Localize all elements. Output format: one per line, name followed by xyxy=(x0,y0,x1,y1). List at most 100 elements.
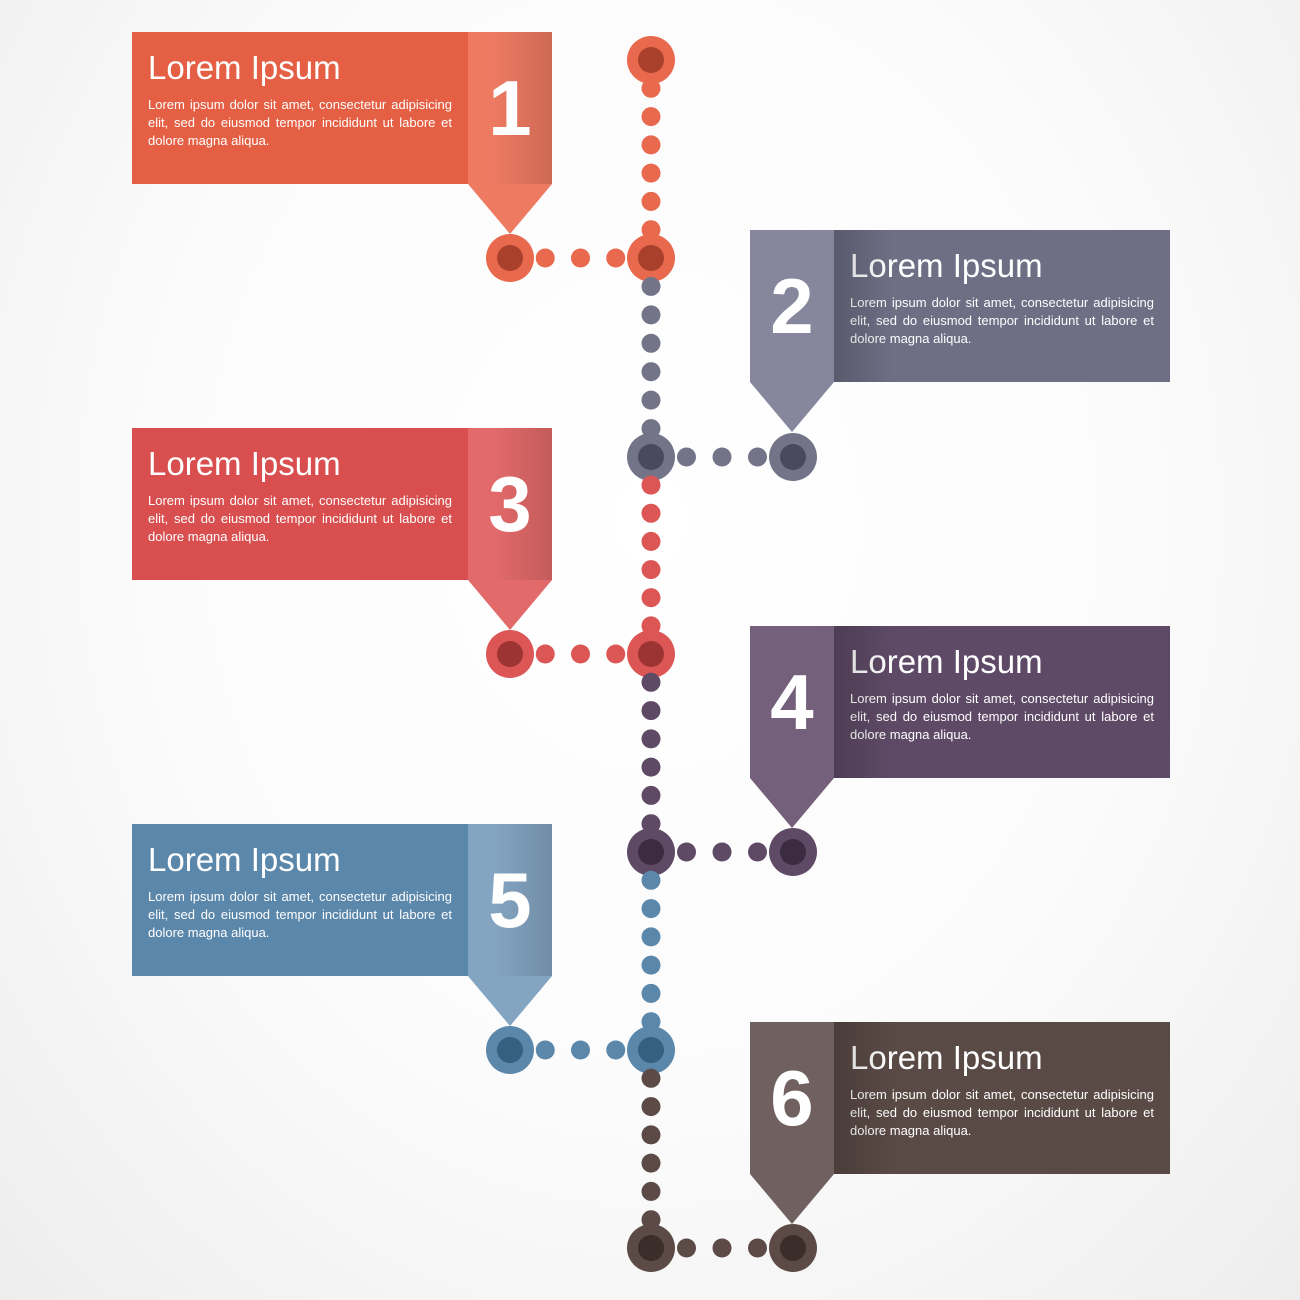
spine-dot xyxy=(641,1068,661,1088)
spine-dot xyxy=(641,1210,661,1230)
step-3-title: Lorem Ipsum xyxy=(148,445,341,482)
step-4-title: Lorem Ipsum xyxy=(850,643,1043,680)
spine-dot xyxy=(641,1153,661,1173)
step-4-panel: Lorem Ipsum Lorem ipsum dolor sit amet, … xyxy=(834,626,1170,778)
step-6-title: Lorem Ipsum xyxy=(850,1039,1043,1076)
spine-dot xyxy=(641,135,661,155)
spine-dot xyxy=(641,305,661,325)
spine-dot xyxy=(641,927,661,947)
spine-dot xyxy=(641,163,661,183)
step-5-panel: Lorem Ipsum Lorem ipsum dolor sit amet, … xyxy=(132,824,468,976)
spine-dot xyxy=(641,899,661,919)
spine-node-5-center xyxy=(638,1037,664,1063)
step-3-number: 3 xyxy=(488,460,532,548)
branch-dot xyxy=(677,1238,696,1258)
step-3-number-tab: 3 xyxy=(468,428,552,630)
step-6-number-tab: 6 xyxy=(750,1022,834,1224)
timeline-start-node-center xyxy=(638,47,664,73)
step-4-text: Lorem ipsum dolor sit amet, consectetur … xyxy=(850,691,1154,742)
spine-dot xyxy=(641,362,661,382)
step-1-card: Lorem Ipsum Lorem ipsum dolor sit amet, … xyxy=(132,32,552,234)
step-5-pointer xyxy=(468,976,552,1026)
step-5-number-tab: 5 xyxy=(468,824,552,1026)
step-4-pointer xyxy=(750,778,834,828)
branch-dot xyxy=(748,842,767,862)
step-5-number: 5 xyxy=(488,856,532,944)
step-2-text: Lorem ipsum dolor sit amet, consectetur … xyxy=(850,295,1154,346)
step-1-pointer xyxy=(468,184,552,234)
step-3-pointer xyxy=(468,580,552,630)
step-1-text: Lorem ipsum dolor sit amet, consectetur … xyxy=(148,97,452,148)
spine-dot xyxy=(641,757,661,777)
branch-dot xyxy=(606,1040,626,1060)
spine-dot xyxy=(641,475,661,495)
step-2-number: 2 xyxy=(770,262,814,350)
spine-dot xyxy=(641,333,661,353)
spine-dot xyxy=(641,276,661,296)
step-6-card: Lorem Ipsum Lorem ipsum dolor sit amet, … xyxy=(750,1022,1170,1224)
step-5-title: Lorem Ipsum xyxy=(148,841,341,878)
spine-dot xyxy=(641,560,661,580)
branch-dot xyxy=(712,1238,732,1258)
spine-dot xyxy=(641,701,661,721)
spine-dot xyxy=(641,672,661,692)
spine-node-6-center xyxy=(638,1235,664,1261)
step-2-panel: Lorem Ipsum Lorem ipsum dolor sit amet, … xyxy=(834,230,1170,382)
spine-dot xyxy=(641,729,661,749)
step-3-card: Lorem Ipsum Lorem ipsum dolor sit amet, … xyxy=(132,428,552,630)
step-1-panel: Lorem Ipsum Lorem ipsum dolor sit amet, … xyxy=(132,32,468,184)
step-6-number: 6 xyxy=(770,1054,814,1142)
step-2-number-tab: 2 xyxy=(750,230,834,432)
spine-dot xyxy=(641,503,661,523)
spine-dot xyxy=(641,78,661,98)
spine-node-4-center xyxy=(638,839,664,865)
spine-dot xyxy=(641,814,661,834)
step-6-pointer xyxy=(750,1174,834,1224)
branch-dot xyxy=(571,248,590,268)
spine-dot xyxy=(641,1181,661,1201)
step-6-panel: Lorem Ipsum Lorem ipsum dolor sit amet, … xyxy=(834,1022,1170,1174)
branch-dot xyxy=(535,644,555,664)
branch-dot xyxy=(677,447,696,467)
branch-dot xyxy=(571,644,590,664)
step-5-card: Lorem Ipsum Lorem ipsum dolor sit amet, … xyxy=(132,824,552,1026)
spine-dot xyxy=(641,191,661,211)
spine-dot xyxy=(641,588,661,608)
branch-node-1-center xyxy=(497,245,523,271)
spine-dot xyxy=(641,955,661,975)
branch-dot xyxy=(606,248,626,268)
step-2-title: Lorem Ipsum xyxy=(850,247,1043,284)
spine-node-1-center xyxy=(638,245,664,271)
branch-node-2-center xyxy=(780,444,806,470)
step-5-text: Lorem ipsum dolor sit amet, consectetur … xyxy=(148,889,452,940)
branch-dot xyxy=(748,1238,767,1258)
branch-dot xyxy=(677,842,696,862)
step-1-number-tab: 1 xyxy=(468,32,552,234)
spine-dot xyxy=(641,419,661,439)
step-4-number-tab: 4 xyxy=(750,626,834,828)
spine-dot xyxy=(641,220,661,240)
branch-node-6-center xyxy=(780,1235,806,1261)
spine-dot xyxy=(641,785,661,805)
branch-dot xyxy=(606,644,626,664)
spine-dot xyxy=(641,983,661,1003)
step-3-text: Lorem ipsum dolor sit amet, consectetur … xyxy=(148,493,452,544)
step-1-number: 1 xyxy=(488,64,532,152)
branch-dot xyxy=(571,1040,590,1060)
step-1-title: Lorem Ipsum xyxy=(148,49,341,86)
spine-dot xyxy=(641,107,661,127)
branch-node-3-center xyxy=(497,641,523,667)
step-2-pointer xyxy=(750,382,834,432)
branch-dot xyxy=(535,1040,555,1060)
branch-dot xyxy=(712,447,732,467)
step-3-panel: Lorem Ipsum Lorem ipsum dolor sit amet, … xyxy=(132,428,468,580)
branch-node-5-center xyxy=(497,1037,523,1063)
branch-node-4-center xyxy=(780,839,806,865)
spine-dot xyxy=(641,870,661,890)
branch-dot xyxy=(748,447,767,467)
branch-dot xyxy=(535,248,555,268)
spine-dot xyxy=(641,390,661,410)
branch-dot xyxy=(712,842,732,862)
spine-dot xyxy=(641,1012,661,1032)
